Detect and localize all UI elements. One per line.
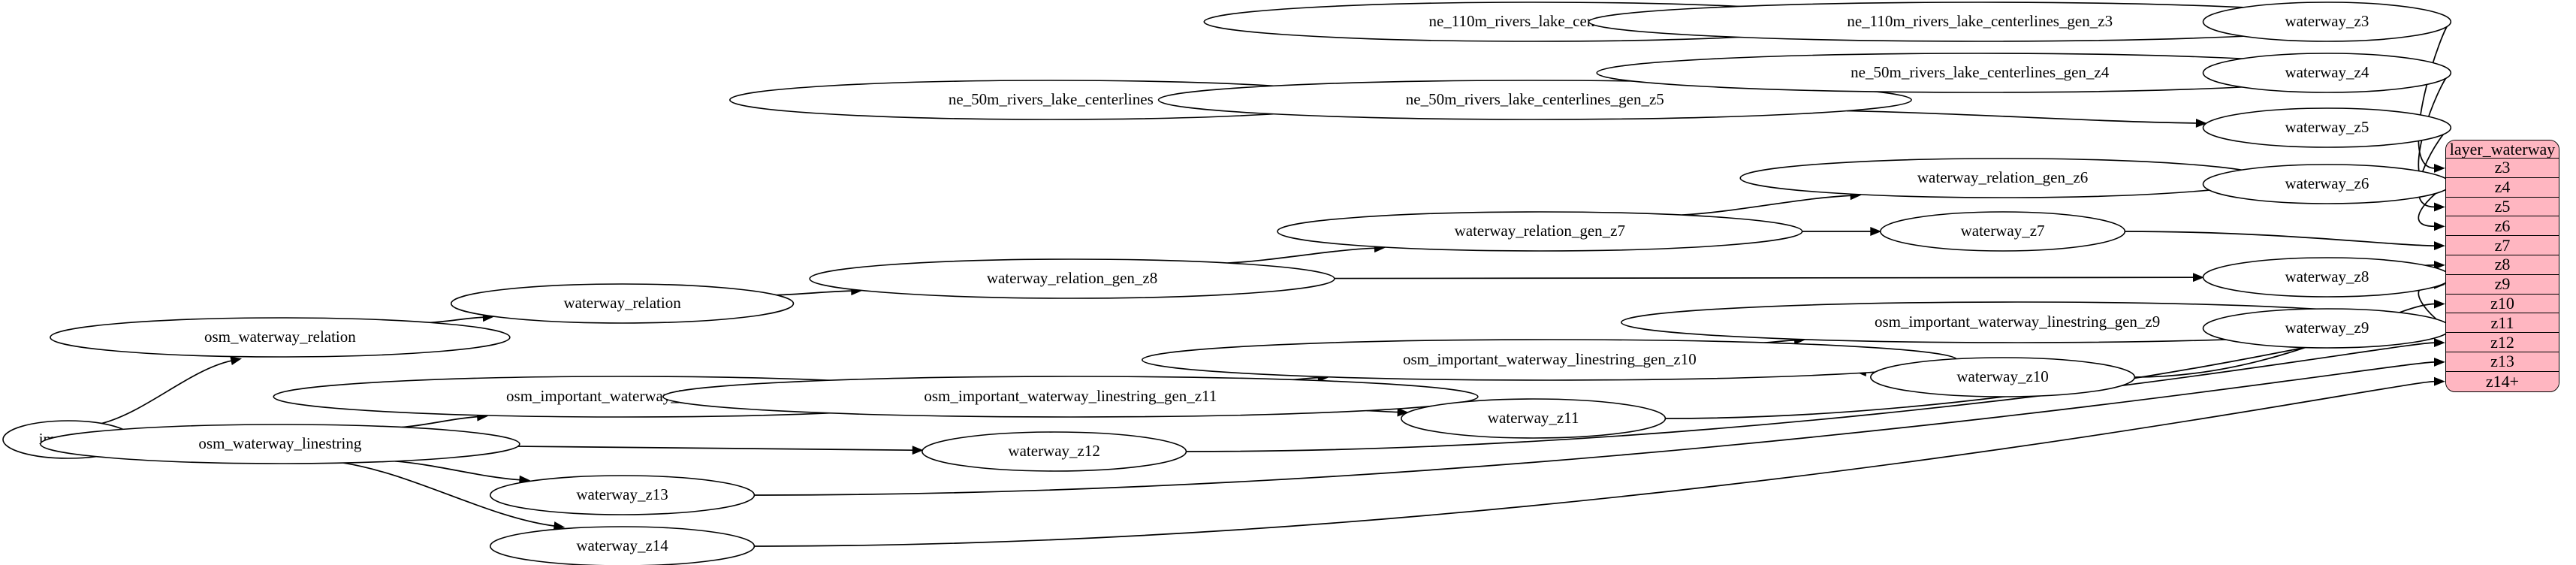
edge-arrowhead bbox=[2434, 299, 2445, 309]
graph-node-osm_waterway_relation[interactable]: osm_waterway_relation bbox=[50, 317, 511, 358]
record-row-z12[interactable]: z12 bbox=[2446, 333, 2559, 352]
node-ellipse-waterway_z12 bbox=[922, 431, 1187, 472]
record-row-z3[interactable]: z3 bbox=[2446, 159, 2559, 178]
graph-edge-waterway_z12--to--layer_waterway-z12 bbox=[1186, 342, 2436, 452]
record-row-z4[interactable]: z4 bbox=[2446, 177, 2559, 198]
node-ellipse-osm_waterway_relation bbox=[50, 317, 511, 358]
edge-arrowhead bbox=[1870, 227, 1882, 236]
edge-arrowhead bbox=[230, 356, 243, 366]
graph-edge-waterway_z13--to--layer_waterway-z13 bbox=[754, 361, 2436, 496]
edge-arrowhead bbox=[2434, 338, 2445, 348]
graph-edge-imposm3--to--osm_waterway_relation bbox=[101, 360, 232, 425]
graph-edge-waterway_relation_gen_z7--to--waterway_relation_gen_z6 bbox=[1682, 195, 1851, 216]
node-ellipse-osm_important_waterway_linestring_gen_z11 bbox=[662, 376, 1479, 418]
graph-node-osm_important_waterway_linestring_gen_z11[interactable]: osm_important_waterway_linestring_gen_z1… bbox=[662, 376, 1479, 418]
node-ellipse-osm_waterway_linestring bbox=[40, 424, 520, 464]
node-ellipse-osm_important_waterway_linestring_gen_z10 bbox=[1142, 339, 1958, 381]
record-row-z6[interactable]: z6 bbox=[2446, 216, 2559, 237]
graph-node-waterway_z14[interactable]: waterway_z14 bbox=[490, 526, 756, 565]
record-row-z8[interactable]: z8 bbox=[2446, 255, 2559, 275]
edge-arrowhead bbox=[2434, 222, 2445, 231]
graph-node-waterway_relation_gen_z8[interactable]: waterway_relation_gen_z8 bbox=[809, 258, 1335, 299]
graph-edge-osm_waterway_linestring--to--waterway_z12 bbox=[517, 446, 913, 452]
graph-node-waterway_relation_gen_z6[interactable]: waterway_relation_gen_z6 bbox=[1739, 158, 2266, 198]
graph-edge-waterway_relation_gen_z8--to--waterway_z8 bbox=[1334, 276, 2194, 279]
graph-edge-osm_waterway_relation--to--waterway_relation bbox=[430, 316, 484, 324]
edge-arrowhead bbox=[2434, 202, 2445, 212]
graph-node-waterway_z8[interactable]: waterway_z8 bbox=[2202, 257, 2452, 298]
node-ellipse-waterway_z4 bbox=[2202, 53, 2452, 93]
graph-edge-waterway_z3--to--layer_waterway-z3 bbox=[2418, 21, 2452, 169]
node-ellipse-waterway_z3 bbox=[2202, 2, 2452, 42]
graph-edge-waterway_z14--to--layer_waterway-z14+ bbox=[754, 380, 2436, 547]
graph-edge-waterway_z7--to--layer_waterway-z7 bbox=[2125, 231, 2436, 246]
graph-node-waterway_relation[interactable]: waterway_relation bbox=[450, 283, 795, 324]
node-ellipse-waterway_z13 bbox=[490, 475, 756, 515]
edge-arrowhead bbox=[912, 446, 924, 455]
node-ellipse-waterway_z14 bbox=[490, 526, 756, 565]
edge-arrowhead bbox=[2434, 357, 2445, 367]
node-ellipse-waterway_z9 bbox=[2202, 308, 2452, 349]
record-row-z5[interactable]: z5 bbox=[2446, 197, 2559, 217]
edge-arrowhead bbox=[2434, 241, 2445, 251]
graph-node-waterway_z7[interactable]: waterway_z7 bbox=[1880, 211, 2126, 252]
record-header-layer-waterway: layer_waterway bbox=[2446, 140, 2559, 159]
node-layer: imposm3osm_waterway_relationosm_waterway… bbox=[2, 2, 2452, 565]
record-row-z13[interactable]: z13 bbox=[2446, 352, 2559, 372]
edge-arrowhead bbox=[1397, 407, 1409, 417]
graph-edge-osm_waterway_linestring--to--osm_important_waterway_linestring bbox=[401, 415, 478, 428]
graph-node-osm_important_waterway_linestring_gen_z10[interactable]: osm_important_waterway_linestring_gen_z1… bbox=[1142, 339, 1958, 381]
edge-arrowhead bbox=[2195, 118, 2207, 128]
graph-edge-waterway_relation_gen_z8--to--waterway_relation_gen_z7 bbox=[1227, 247, 1375, 264]
edge-arrowhead bbox=[2434, 163, 2445, 173]
graph-node-waterway_z10[interactable]: waterway_z10 bbox=[1870, 357, 2136, 397]
graph-node-waterway_z13[interactable]: waterway_z13 bbox=[490, 475, 756, 515]
graph-node-waterway_relation_gen_z7[interactable]: waterway_relation_gen_z7 bbox=[1277, 211, 1803, 252]
record-row-z11[interactable]: z11 bbox=[2446, 313, 2559, 334]
graph-node-waterway_z9[interactable]: waterway_z9 bbox=[2202, 308, 2452, 349]
record-row-z14plus[interactable]: z14+ bbox=[2446, 371, 2559, 391]
node-ellipse-waterway_z8 bbox=[2202, 257, 2452, 298]
node-ellipse-ne_50m_rivers_lake_centerlines_gen_z5 bbox=[1157, 80, 1912, 120]
node-ellipse-waterway_z10 bbox=[1870, 357, 2136, 397]
graph-edge-osm_waterway_linestring--to--waterway_z14 bbox=[342, 462, 555, 527]
graph-edge-waterway_relation--to--waterway_relation_gen_z8 bbox=[776, 290, 852, 296]
graph-node-waterway_z6[interactable]: waterway_z6 bbox=[2202, 164, 2452, 204]
graph-node-waterway_z12[interactable]: waterway_z12 bbox=[922, 431, 1187, 472]
record-row-z10[interactable]: z10 bbox=[2446, 294, 2559, 314]
graph-node-waterway_z3[interactable]: waterway_z3 bbox=[2202, 2, 2452, 42]
node-ellipse-waterway_relation_gen_z7 bbox=[1277, 211, 1803, 252]
edge-arrowhead bbox=[2434, 260, 2445, 270]
node-ellipse-waterway_z6 bbox=[2202, 164, 2452, 204]
edge-arrowhead bbox=[2193, 273, 2204, 282]
node-ellipse-waterway_relation_gen_z8 bbox=[809, 258, 1335, 299]
graph-edge-ne_50m_rivers_lake_centerlines_gen_z5--to--waterway_z5 bbox=[1846, 110, 2197, 124]
graph-node-waterway_z5[interactable]: waterway_z5 bbox=[2202, 107, 2452, 148]
graph-node-waterway_z4[interactable]: waterway_z4 bbox=[2202, 53, 2452, 93]
node-ellipse-waterway_z7 bbox=[1880, 211, 2126, 252]
graph-edge-osm_waterway_linestring--to--waterway_z13 bbox=[394, 460, 520, 481]
graph-node-waterway_z11[interactable]: waterway_z11 bbox=[1401, 398, 1667, 439]
graph-node-osm_waterway_linestring[interactable]: osm_waterway_linestring bbox=[40, 424, 520, 464]
edge-arrowhead bbox=[2434, 376, 2445, 386]
record-row-z9[interactable]: z9 bbox=[2446, 274, 2559, 295]
node-ellipse-waterway_z11 bbox=[1401, 398, 1667, 439]
node-ellipse-waterway_relation_gen_z6 bbox=[1739, 158, 2266, 198]
node-ellipse-waterway_z5 bbox=[2202, 107, 2452, 148]
node-ellipse-waterway_relation bbox=[450, 283, 795, 324]
record-row-z7[interactable]: z7 bbox=[2446, 236, 2559, 255]
